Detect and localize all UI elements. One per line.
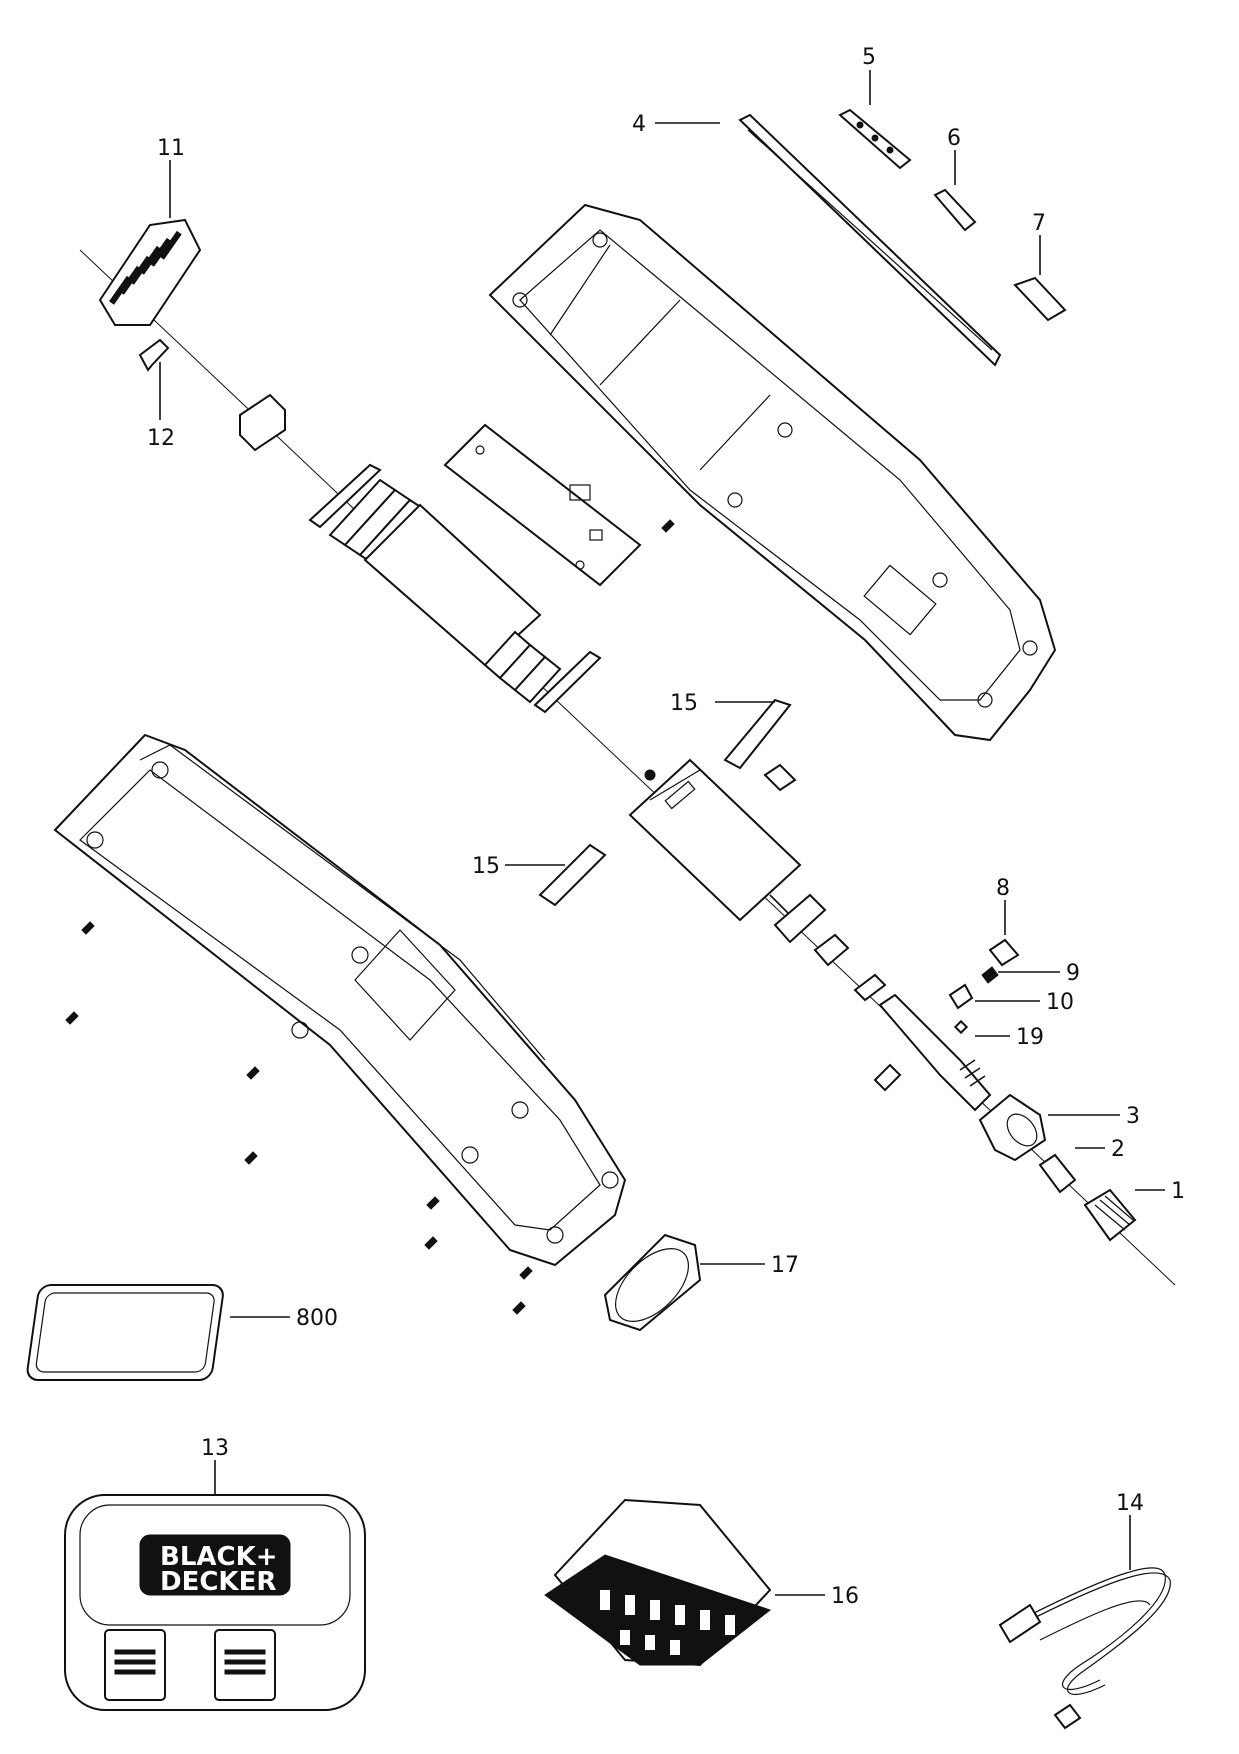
part-collet-nut bbox=[1083, 1188, 1137, 1242]
callout-4: 4 bbox=[632, 112, 646, 137]
part-circuit-board bbox=[443, 423, 642, 587]
callout-1: 1 bbox=[1171, 1179, 1185, 1204]
callout-13: 13 bbox=[201, 1436, 229, 1461]
callout-14: 14 bbox=[1116, 1491, 1144, 1516]
callout-12: 12 bbox=[147, 426, 175, 451]
part-end-cap bbox=[98, 218, 202, 326]
part-lock-spring bbox=[981, 966, 999, 984]
part-screws bbox=[65, 921, 533, 1315]
case-brand-line1: BLACK+ bbox=[160, 1542, 278, 1572]
part-brush-terminal bbox=[763, 763, 797, 792]
part-rubber-ring bbox=[603, 1233, 702, 1332]
part-housing-lower bbox=[53, 733, 627, 1267]
callout-800: 800 bbox=[296, 1306, 338, 1331]
part-bearing bbox=[813, 933, 850, 967]
part-spacer bbox=[853, 973, 887, 1002]
callout-10: 10 bbox=[1046, 990, 1074, 1015]
callout-15b: 15 bbox=[472, 854, 500, 879]
part-button-strip bbox=[838, 108, 912, 170]
part-brush-lower bbox=[538, 843, 607, 907]
callout-3: 3 bbox=[1126, 1104, 1140, 1129]
callout-5: 5 bbox=[862, 45, 876, 70]
case-brand-line2: DECKER bbox=[160, 1567, 276, 1597]
part-battery-pack bbox=[308, 463, 602, 714]
part-ball bbox=[953, 1019, 969, 1035]
callout-7: 7 bbox=[1032, 211, 1046, 236]
part-label-plate bbox=[26, 1284, 224, 1381]
callout-8: 8 bbox=[996, 876, 1010, 901]
part-brush-upper bbox=[723, 698, 792, 770]
part-connector-block bbox=[239, 393, 286, 452]
callout-19: 19 bbox=[1016, 1025, 1044, 1050]
part-slide-switch bbox=[1013, 276, 1067, 322]
part-lock-button bbox=[988, 938, 1020, 967]
callout-11: 11 bbox=[157, 136, 185, 161]
callout-17: 17 bbox=[771, 1253, 799, 1278]
callout-15a: 15 bbox=[670, 691, 698, 716]
leader-lines bbox=[159, 70, 1165, 1596]
callout-16: 16 bbox=[831, 1584, 859, 1609]
callout-9: 9 bbox=[1066, 961, 1080, 986]
part-storage-case: BLACK+ DECKER bbox=[64, 1494, 366, 1711]
part-lock-pin bbox=[948, 983, 974, 1010]
callout-labels: 4 5 6 7 11 12 15 15 8 9 10 19 3 2 1 17 8… bbox=[147, 45, 1185, 1609]
part-screw-pcb bbox=[661, 519, 675, 533]
part-housing-upper bbox=[488, 203, 1057, 742]
part-spindle bbox=[878, 993, 992, 1112]
part-usb-cable bbox=[998, 1567, 1171, 1730]
part-collet bbox=[1038, 1153, 1077, 1194]
part-nose-ring bbox=[978, 1093, 1047, 1162]
part-small-button bbox=[933, 188, 977, 232]
part-fan bbox=[773, 893, 827, 944]
part-spindle-thread bbox=[959, 1059, 986, 1087]
callout-6: 6 bbox=[947, 126, 961, 151]
callout-2: 2 bbox=[1111, 1137, 1125, 1162]
part-switch-pin bbox=[138, 338, 170, 372]
part-small-pin bbox=[873, 1063, 902, 1092]
part-accessory-tray bbox=[544, 1498, 772, 1667]
